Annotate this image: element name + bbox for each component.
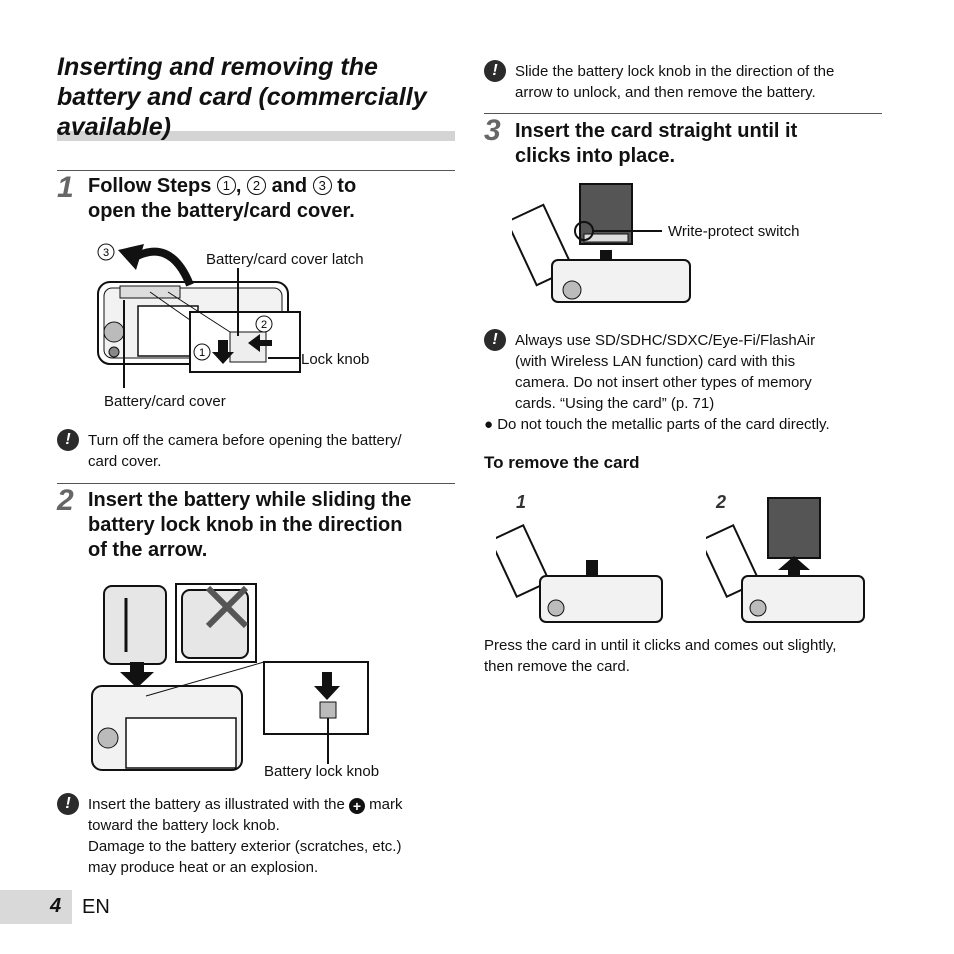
lock-knob-detail <box>263 661 369 735</box>
figure-insert-card <box>512 183 691 303</box>
label-battery-card-cover: Battery/card cover <box>104 393 226 410</box>
step-3-heading: Insert the card straight until it clicks… <box>515 119 885 169</box>
card-note-line-2: (with Wireless LAN function) card with t… <box>515 353 796 370</box>
fig-circled-1: 1 <box>199 347 205 359</box>
step-1-note-line-2: card cover. <box>88 453 162 470</box>
step-2-line-2: battery lock knob in the direction <box>88 514 403 536</box>
step-3-rule <box>484 113 882 114</box>
step-1-text-b: to <box>337 175 357 197</box>
remove-card-line-1: Press the card in until it clicks and co… <box>484 637 837 654</box>
step-3-number: 3 <box>484 114 501 147</box>
camera-slot-illustration <box>741 575 865 623</box>
step-1-note: Turn off the camera before opening the b… <box>88 430 458 472</box>
step-1-and: and <box>271 175 308 197</box>
metal-parts-bullet: ● Do not touch the metallic parts of the… <box>484 416 830 433</box>
step-2-note-line-1b: mark <box>369 796 403 813</box>
step-1-circled-1: 1 <box>216 176 236 195</box>
remove-card-heading: To remove the card <box>484 453 640 472</box>
label-lock-knob: Lock knob <box>301 351 370 368</box>
step-1-comma: , <box>235 175 242 197</box>
step-1-line-2: open the battery/card cover. <box>88 200 355 222</box>
remove-card-text: Press the card in until it clicks and co… <box>484 635 904 677</box>
step-2-note-line-2: toward the battery lock knob. <box>88 817 280 834</box>
step-3-line-1: Insert the card straight until it <box>515 120 798 142</box>
unlock-note: Slide the battery lock knob in the direc… <box>515 61 885 103</box>
step-2-heading: Insert the battery while sliding the bat… <box>88 488 458 563</box>
caution-icon: ! <box>484 60 506 82</box>
caution-icon-glyph: ! <box>492 62 498 79</box>
caution-icon-glyph: ! <box>492 331 498 348</box>
remove-step-1-number: 1 <box>516 492 527 512</box>
down-arrow-1 <box>212 340 234 364</box>
label-cover-latch: Battery/card cover latch <box>206 251 364 268</box>
page-title-line-3: available) <box>57 113 171 141</box>
step-2-note-line-4: may produce heat or an explosion. <box>88 859 319 876</box>
caution-icon: ! <box>484 329 506 351</box>
caution-icon-glyph: ! <box>65 795 71 812</box>
label-write-protect: Write-protect switch <box>668 223 800 240</box>
caution-icon: ! <box>57 793 79 815</box>
step-2-note-line-1a: Insert the battery as illustrated with t… <box>88 796 345 813</box>
sd-card-illustration <box>767 497 821 559</box>
page-title-line-2: battery and card (commercially <box>57 83 427 111</box>
fig-circled-3: 3 <box>103 247 109 259</box>
figure-remove-step-1 <box>496 523 663 623</box>
page-number-box <box>0 890 72 924</box>
step-2-rule <box>57 483 455 484</box>
caution-icon: ! <box>57 429 79 451</box>
page-number: 4 <box>50 895 62 917</box>
step-3-line-2: clicks into place. <box>515 145 676 167</box>
step-2-line-1: Insert the battery while sliding the <box>88 489 412 511</box>
step-1-note-line-1: Turn off the camera before opening the b… <box>88 432 402 449</box>
pull-arrow <box>778 556 810 580</box>
card-note-line-4: cards. “Using the card” (p. 71) <box>515 395 715 412</box>
remove-step-2-number: 2 <box>716 492 727 512</box>
step-1-text-a: Follow Steps <box>88 175 212 197</box>
fig-circled-2: 2 <box>261 319 267 331</box>
step-1-circled-3: 3 <box>312 176 332 195</box>
step-2-note: Insert the battery as illustrated with t… <box>88 794 458 878</box>
figure-remove-step-2 <box>706 497 865 623</box>
step-1-rule <box>57 170 455 171</box>
left-arrow-2 <box>248 334 272 352</box>
card-note: Always use SD/SDHC/SDXC/Eye-Fi/FlashAir … <box>515 330 885 414</box>
step-1-circled-2: 2 <box>247 176 267 195</box>
page-title: Inserting and removing the battery and c… <box>57 52 457 142</box>
figure-open-cover: 3 2 1 <box>97 243 301 388</box>
unlock-note-line-2: arrow to unlock, and then remove the bat… <box>515 84 816 101</box>
title-underline-bar <box>57 131 455 141</box>
camera-slot-illustration <box>539 575 663 623</box>
card-note-line-3: camera. Do not insert other types of mem… <box>515 374 812 391</box>
figure-insert-battery <box>91 583 369 771</box>
battery-correct-illustration <box>103 585 167 665</box>
battery-wrong-illustration <box>181 589 249 659</box>
page-language: EN <box>82 896 110 918</box>
step-1-number: 1 <box>57 171 74 204</box>
step-2-note-line-3: Damage to the battery exterior (scratche… <box>88 838 402 855</box>
card-note-line-1: Always use SD/SDHC/SDXC/Eye-Fi/FlashAir <box>515 332 816 349</box>
step-2-line-3: of the arrow. <box>88 539 208 561</box>
page-title-line-1: Inserting and removing the <box>57 53 378 81</box>
label-battery-lock-knob: Battery lock knob <box>264 763 380 780</box>
step-1-heading: Follow Steps 1, 2 and 3 to open the batt… <box>88 174 458 224</box>
camera-slot-illustration <box>551 259 691 303</box>
insert-arrow <box>120 662 154 688</box>
unlock-note-line-1: Slide the battery lock knob in the direc… <box>515 63 835 80</box>
step-2-number: 2 <box>57 484 74 517</box>
plus-mark-icon: + <box>348 798 365 814</box>
remove-card-line-2: then remove the card. <box>484 658 630 675</box>
